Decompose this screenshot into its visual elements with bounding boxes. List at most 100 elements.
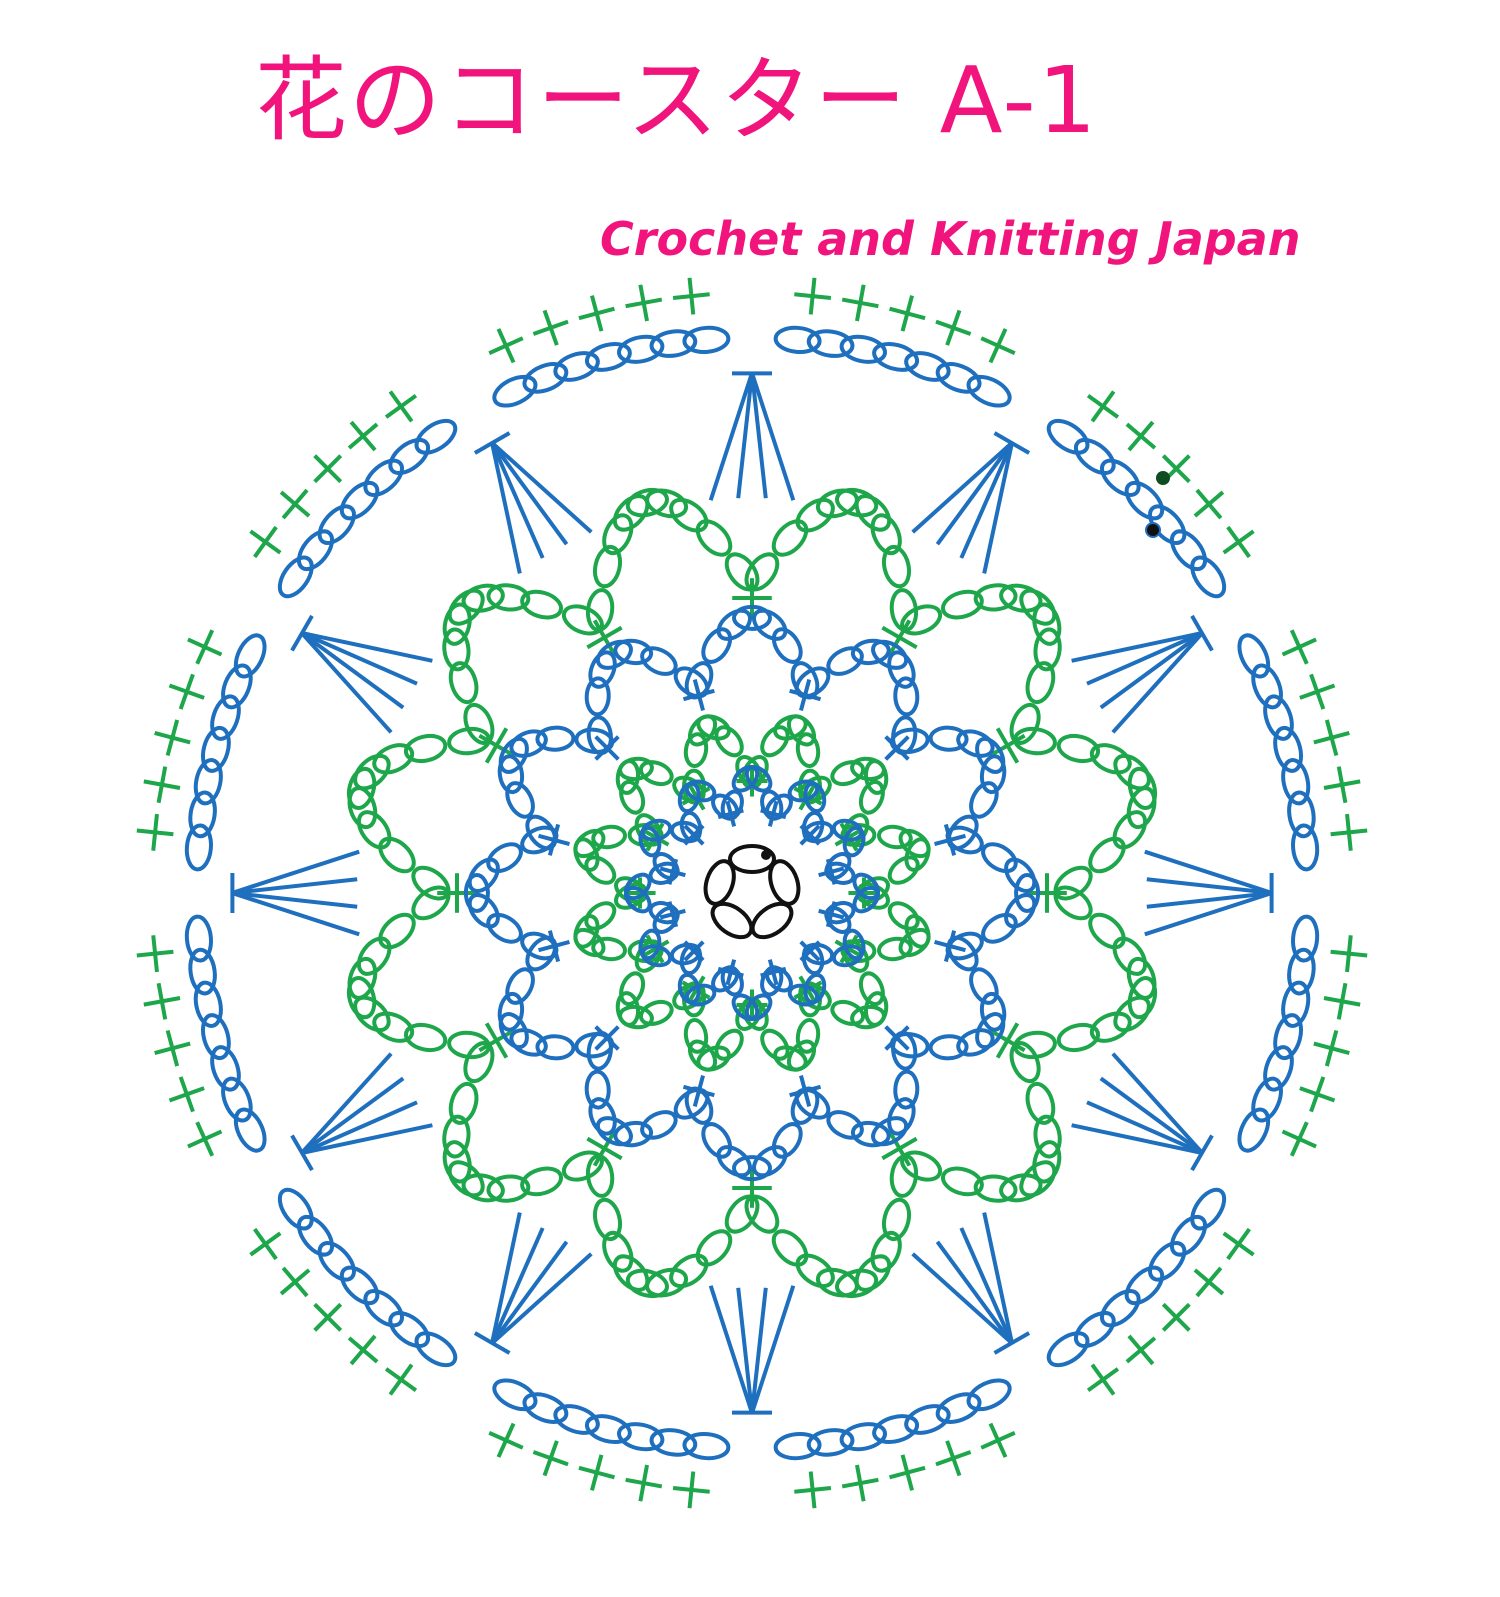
- chain-stitch: [732, 604, 772, 631]
- chain-stitch: [447, 1160, 485, 1198]
- chain-stitch: [1100, 458, 1141, 497]
- chain-stitch: [356, 810, 392, 850]
- chain-stitch: [1112, 936, 1148, 976]
- chain-stitch: [935, 1392, 982, 1424]
- chain-stitch: [716, 608, 753, 641]
- blue-start-dot: [1145, 522, 1161, 538]
- chain-stitch: [403, 733, 448, 764]
- single-crochet-stitch: [881, 1130, 918, 1167]
- single-crochet-stitch: [1193, 488, 1225, 520]
- chain-stitch: [850, 638, 891, 666]
- chain-stitch: [815, 488, 859, 519]
- chain-stitch: [617, 334, 665, 364]
- single-crochet-stitch: [1330, 935, 1368, 973]
- chain-stitch: [414, 1331, 458, 1368]
- chain-stitch: [1287, 947, 1316, 996]
- chain-stitch: [347, 786, 378, 830]
- chain-stitch: [372, 1011, 415, 1043]
- treble-crochet-stitch: [1086, 1100, 1204, 1155]
- chain-stitch: [574, 1032, 615, 1059]
- chain-stitch: [731, 993, 760, 1021]
- chain-stitch: [447, 1030, 491, 1060]
- chain-stitch: [584, 676, 611, 717]
- chain-stitch: [1013, 726, 1057, 756]
- chain-stitch: [467, 892, 500, 929]
- chain-stitch: [803, 781, 827, 814]
- chain-stitch: [463, 702, 495, 745]
- chain-stitch: [509, 729, 548, 758]
- chain-stitch: [585, 588, 615, 632]
- single-crochet-stitch: [488, 328, 524, 364]
- chain-stitch: [509, 1028, 548, 1057]
- single-crochet-stitch: [672, 277, 710, 315]
- chain-stitch: [795, 732, 821, 768]
- chain-stitch: [1124, 1265, 1165, 1306]
- middle-blue-loops: [463, 604, 1041, 1182]
- treble-crochet-stitch: [959, 1227, 1014, 1345]
- single-crochet-stitch: [313, 454, 343, 484]
- chain-stitch: [184, 823, 213, 872]
- chain-stitch: [388, 1310, 431, 1349]
- single-crochet-stitch: [1161, 1302, 1191, 1332]
- chain-stitch: [233, 633, 267, 679]
- treble-crochet-stitch: [1099, 1076, 1204, 1155]
- chain-stitch: [525, 814, 558, 851]
- chain-stitch: [973, 1174, 1018, 1203]
- chain-stitch: [447, 588, 485, 626]
- single-crochet-stitch: [168, 673, 205, 710]
- chain-stitch: [339, 480, 380, 521]
- chain-stitch: [1073, 1310, 1116, 1349]
- chain-stitch: [353, 753, 391, 791]
- chain-stitch: [835, 1268, 879, 1299]
- chain-stitch: [835, 487, 879, 518]
- chain-stitch: [830, 999, 866, 1026]
- chain-stitch: [724, 1194, 760, 1234]
- chain-stitch: [193, 980, 223, 1028]
- chain-stitch: [613, 638, 654, 666]
- chain-stitch: [673, 1087, 710, 1120]
- chain-stitch: [193, 758, 223, 806]
- chain-stitch: [645, 488, 689, 519]
- chain-stitch: [378, 912, 416, 950]
- treble-crochet-stitch: [982, 1212, 1014, 1344]
- treble-crochet-stitch: [490, 442, 522, 574]
- chain-stitch: [498, 1012, 529, 1050]
- chain-stitch: [363, 458, 404, 497]
- chain-stitch: [617, 1422, 665, 1452]
- chain-stitch: [1251, 663, 1283, 710]
- chain-stitch: [317, 504, 356, 545]
- chain-stitch: [1127, 976, 1158, 1020]
- chain-stitch: [850, 1120, 891, 1148]
- treble-crochet-stitch: [736, 1287, 754, 1414]
- chain-stitch: [277, 1187, 314, 1231]
- chain-stitch: [732, 1155, 772, 1182]
- chain-stitch: [893, 676, 920, 717]
- chain-stitch: [945, 825, 984, 855]
- chain-stitch: [624, 872, 652, 901]
- chain-stitch: [999, 1173, 1043, 1203]
- chain-stitch: [1281, 980, 1311, 1028]
- single-crochet-stitch: [1313, 1030, 1350, 1067]
- chain-stitch: [771, 627, 803, 664]
- chain-stitch: [815, 1267, 859, 1298]
- single-crochet-stitch: [478, 727, 515, 764]
- chain-stitch: [1009, 702, 1041, 745]
- treble-crochet-stitch: [708, 372, 754, 501]
- chain-stitch: [588, 1097, 617, 1136]
- single-crochet-stitch: [136, 813, 174, 851]
- chain-stitch: [771, 1229, 809, 1267]
- outer-single-crochet-row: [136, 277, 1368, 1509]
- chain-stitch: [979, 991, 1007, 1032]
- chain-stitch: [221, 1076, 253, 1123]
- chain-stitch: [1190, 555, 1227, 599]
- single-crochet-stitch: [1281, 629, 1317, 665]
- chain-stitch: [830, 760, 866, 787]
- chain-stitch: [602, 513, 634, 556]
- chain-stitch: [221, 663, 253, 710]
- chain-stitch: [701, 1122, 733, 1159]
- treble-crochet-stitch: [1071, 1123, 1203, 1155]
- chain-stitch: [1056, 1022, 1101, 1053]
- chain-stitch: [442, 602, 472, 646]
- chain-stitch: [669, 497, 709, 533]
- chain-stitch: [522, 1392, 569, 1424]
